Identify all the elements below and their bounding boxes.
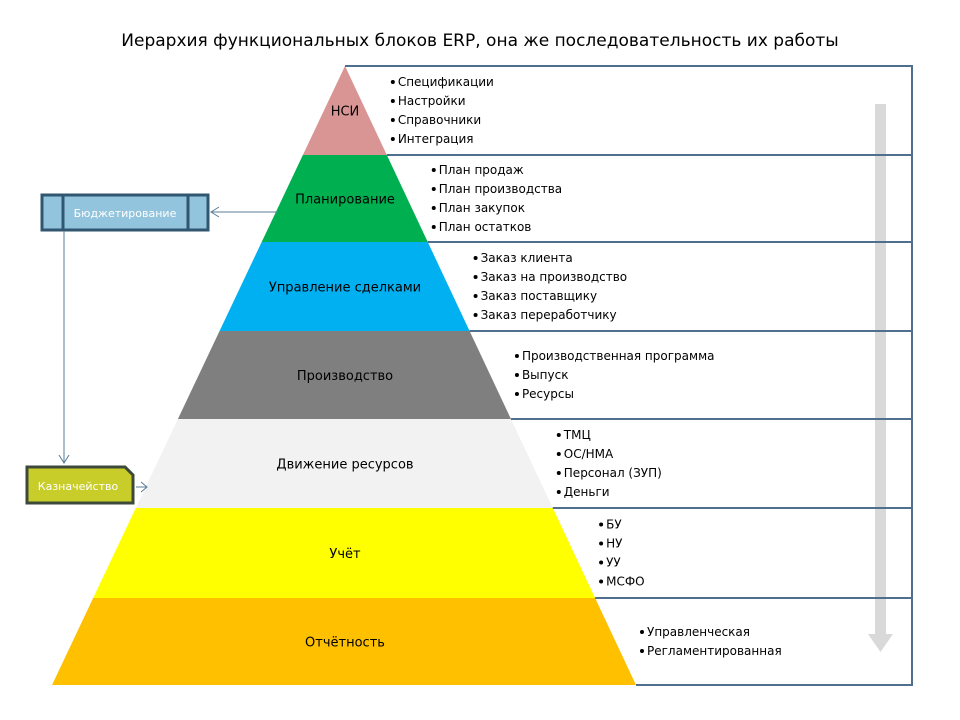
level-label: Учёт: [329, 547, 361, 562]
level-label: Планирование: [295, 193, 395, 208]
level-item: Управленческая: [647, 625, 750, 639]
bullet-icon: [390, 118, 395, 122]
bullet-icon: [514, 373, 519, 377]
level-item: ОС/НМА: [564, 447, 614, 461]
pyramid-level[interactable]: Движение ресурсов ТМЦ ОС/НМА Персонал (ЗУП)…: [135, 419, 662, 508]
level-item: УУ: [606, 556, 621, 570]
treasury-to-resources-arrow: [136, 481, 148, 493]
bullet-icon: [514, 392, 519, 396]
level-shape: [135, 419, 553, 508]
level-item: ТМЦ: [563, 428, 591, 442]
level-item: Деньги: [564, 485, 610, 499]
bullet-icon: [514, 354, 519, 358]
treasury-label: Казначейство: [38, 480, 119, 493]
level-item: Спецификации: [398, 75, 494, 89]
budgeting-block[interactable]: Бюджетирование: [40, 193, 210, 232]
level-item: НУ: [606, 537, 623, 551]
bullet-icon: [390, 99, 395, 103]
bullet-icon: [431, 168, 436, 172]
bullet-icon: [599, 560, 604, 565]
bullet-icon: [390, 137, 395, 141]
level-label: НСИ: [331, 105, 360, 120]
level-item: План остатков: [439, 220, 532, 234]
level-item: Персонал (ЗУП): [564, 466, 662, 480]
diagram-title: Иерархия функциональных блоков ERP, она …: [121, 31, 839, 51]
bullet-icon: [473, 294, 478, 298]
bullet-icon: [556, 471, 561, 475]
bullet-icon: [473, 275, 478, 279]
level-label: Производство: [297, 369, 393, 384]
level-shape: [177, 331, 511, 419]
budgeting-label: Бюджетирование: [74, 207, 177, 220]
level-item: МСФО: [606, 575, 645, 589]
level-item: Заказ клиента: [481, 251, 573, 265]
level-item: Заказ переработчику: [481, 308, 617, 322]
bullet-icon: [431, 206, 436, 210]
level-item: Справочники: [398, 113, 481, 127]
level-item: Интеграция: [398, 132, 474, 146]
bullet-icon: [431, 187, 436, 191]
pyramid-level[interactable]: НСИ СпецификацииНастройкиСправочникиИнтег…: [302, 66, 494, 155]
level-shape: [93, 508, 596, 598]
bullet-icon: [431, 225, 436, 229]
bullet-icon: [640, 630, 644, 634]
bullet-icon: [599, 522, 604, 527]
level-item: БУ: [606, 518, 622, 532]
bullet-icon: [556, 490, 561, 494]
bullet-icon: [473, 313, 478, 317]
level-item: План закупок: [439, 201, 525, 215]
level-shape: [52, 598, 636, 685]
bullet-icon: [390, 80, 395, 84]
bullet-icon: [640, 649, 644, 653]
level-item: Производственная программа: [522, 349, 715, 363]
level-label: Движение ресурсов: [276, 458, 413, 473]
level-item: Регламентированная: [647, 644, 782, 658]
sequence-arrow: [868, 104, 893, 652]
level-label: Управление сделками: [269, 281, 421, 296]
level-shape: [219, 242, 470, 331]
level-item: Выпуск: [522, 368, 569, 382]
level-item: Ресурсы: [522, 387, 574, 401]
planning-to-budget-arrow: [210, 206, 278, 218]
bullet-icon: [599, 541, 604, 546]
level-item: План продаж: [439, 163, 524, 177]
level-item: Заказ на производство: [481, 270, 628, 284]
level-shape: [302, 66, 387, 155]
pyramid-level[interactable]: Производство Производственная программаВы…: [177, 331, 715, 419]
level-shape: [261, 155, 428, 242]
level-item: Настройки: [398, 94, 466, 108]
bullet-icon: [556, 433, 561, 437]
bullet-icon: [556, 452, 561, 456]
pyramid-level[interactable]: Отчётность УправленческаяРегламентированн…: [52, 598, 782, 685]
bullet-icon: [599, 579, 604, 584]
level-item: Заказ поставщику: [481, 289, 598, 303]
level-item: План производства: [439, 182, 562, 196]
level-label: Отчётность: [305, 636, 385, 651]
pyramid-level[interactable]: Учёт БУ НУ УУ МСФО: [93, 508, 645, 598]
bullet-icon: [473, 256, 478, 260]
budget-to-treasury-arrow: [58, 231, 70, 464]
treasury-block[interactable]: Казначейство: [25, 465, 135, 505]
